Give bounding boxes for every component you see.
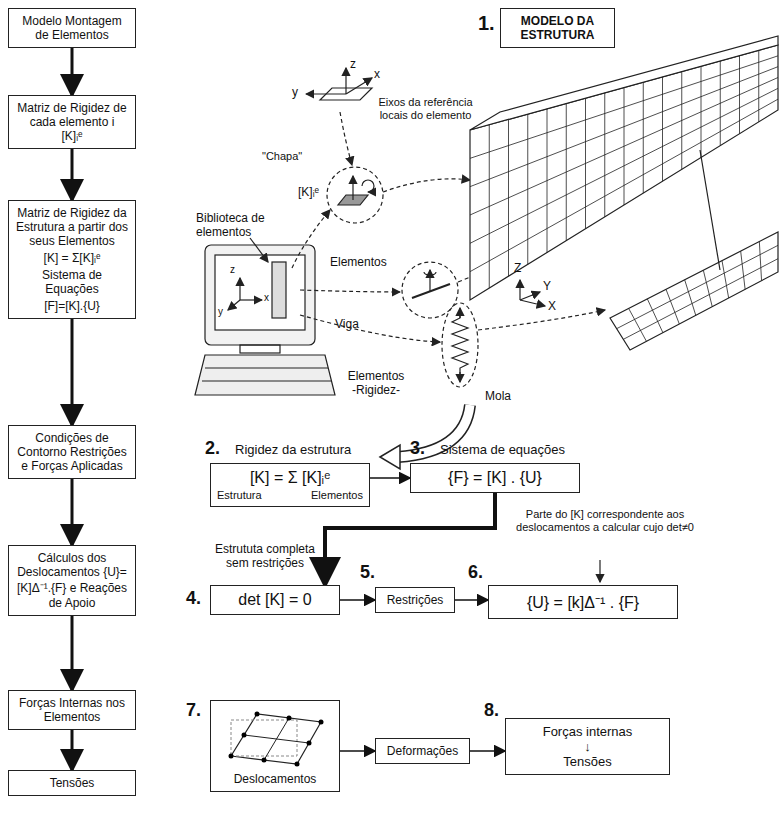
process-box: Forças internas↓Tensões: [505, 718, 670, 775]
annotation: x: [374, 68, 386, 82]
process-box: Modelo Montagem de Elementos: [8, 8, 136, 48]
flow-arrow: [71, 479, 74, 545]
annotation: [K]ᵢᵉ: [298, 186, 328, 200]
box-text: [K]ᵢᵉ: [15, 129, 129, 143]
annotation: Y: [543, 280, 555, 294]
callout-number: 2.: [205, 438, 229, 459]
annotation: X: [548, 300, 560, 314]
annotation: Biblioteca de elementos: [196, 212, 291, 240]
callout-number: 7.: [186, 700, 208, 721]
box-text: Modelo Montagem de Elementos: [15, 14, 129, 42]
structure-flange: [610, 232, 778, 350]
process-box: det [K] = 0: [210, 585, 340, 615]
annotation: y: [218, 306, 228, 318]
annotation: Estrututa completa sem restrições: [210, 543, 320, 571]
displacement-sketch: [217, 706, 333, 772]
computer-monitor: [205, 245, 315, 345]
box-text: Forças Internas nos Elementos: [15, 696, 129, 724]
process-box: Restrições: [375, 587, 455, 613]
flow-arrow: [370, 477, 410, 479]
annotation: Mola: [485, 390, 525, 404]
box-text: MODELO DA ESTRUTURA: [507, 14, 608, 42]
box-text: {F} = [K] . {U}: [417, 469, 573, 487]
annotation: Eixos da referência locais do elemento: [378, 96, 473, 121]
box-text: {U} = [k]Δ⁻¹ . {F}: [495, 591, 671, 613]
annotation: Viga: [335, 318, 375, 332]
box-text: ↓: [512, 739, 663, 754]
process-box: {U} = [k]Δ⁻¹ . {F}: [488, 585, 678, 619]
flow-arrow: [455, 599, 488, 601]
annotation: x: [264, 292, 274, 304]
callout-number: 6.: [468, 562, 490, 583]
box-text: Cálculos dos Deslocamentos {U}=[K]Δ⁻¹.{F…: [15, 551, 129, 610]
keyboard: [195, 355, 335, 395]
box-text: Deformações: [382, 744, 463, 758]
process-box: Matriz de Rigidez de cada elemento i[K]ᵢ…: [8, 95, 136, 149]
process-box: MODELO DA ESTRUTURA: [500, 8, 615, 48]
box-text: det [K] = 0: [217, 591, 333, 609]
process-box: Tensões: [8, 770, 136, 796]
flow-arrow: [71, 48, 74, 95]
flow-arrow: [71, 319, 74, 425]
flow-arrow: [71, 730, 74, 770]
flow-arrow: [340, 750, 375, 752]
box-text: Estrutura: [217, 489, 262, 501]
box-text: Matriz de Rigidez da Estrutura a partir …: [15, 206, 129, 248]
process-box: Cálculos dos Deslocamentos {U}=[K]Δ⁻¹.{F…: [8, 545, 136, 616]
box-text: Forças internas: [512, 724, 663, 739]
callout-number: 4.: [186, 588, 208, 609]
annotation: Z: [514, 262, 526, 276]
flow-arrow: [71, 149, 74, 200]
box-text: Condições de Contorno Restrições e Força…: [15, 431, 129, 473]
annotation: z: [350, 58, 362, 72]
callout-number: 5.: [360, 562, 382, 583]
box-text: [K] = Σ[K]ᵢᵉ: [15, 251, 129, 265]
box-text: Elementos: [311, 489, 363, 501]
process-box: Condições de Contorno Restrições e Força…: [8, 425, 136, 479]
process-box: Deslocamentos: [210, 700, 340, 792]
callout-number: 3.: [410, 438, 434, 459]
flow-arrow: [71, 616, 74, 690]
leader-line: [599, 560, 600, 582]
annotation: Parte do [K] correspondente aos deslocam…: [505, 508, 705, 533]
annotation: "Chapa": [262, 150, 317, 163]
box-text: [F]=[K].{U}: [15, 299, 129, 313]
annotation: Elementos -Rigidez-: [345, 370, 407, 398]
annotation: Rigidez da estrutura: [235, 443, 375, 458]
annotation: z: [230, 264, 240, 276]
spring-symbol: [452, 312, 468, 374]
plate-callout: [327, 167, 383, 223]
box-text: Matriz de Rigidez de cada elemento i: [15, 101, 129, 129]
box-text: Deslocamentos: [217, 772, 333, 786]
box-text: Sistema de Equações: [15, 268, 129, 296]
annotation: Elementos: [330, 256, 400, 270]
flow-arrow: [340, 599, 375, 601]
spring-callout: [442, 303, 478, 387]
process-box: Matriz de Rigidez da Estrutura a partir …: [8, 200, 136, 319]
process-box: Deformações: [375, 738, 470, 764]
box-text: Restrições: [382, 593, 448, 607]
box-text: [K] = Σ [K]ᵢᵉ: [217, 469, 363, 487]
callout-number: 8.: [484, 700, 506, 721]
process-box: {F} = [K] . {U}: [410, 463, 580, 493]
process-box: Forças Internas nos Elementos: [8, 690, 136, 730]
process-box: [K] = Σ [K]ᵢᵉEstrutura Elementos: [210, 463, 370, 507]
annotation: y: [292, 86, 304, 100]
flow-arrow: [470, 750, 505, 752]
box-text: Tensões: [512, 754, 663, 769]
annotation: Sistema de equações: [440, 443, 590, 458]
box-text: Tensões: [15, 776, 129, 790]
callout-number: 1.: [478, 12, 500, 35]
